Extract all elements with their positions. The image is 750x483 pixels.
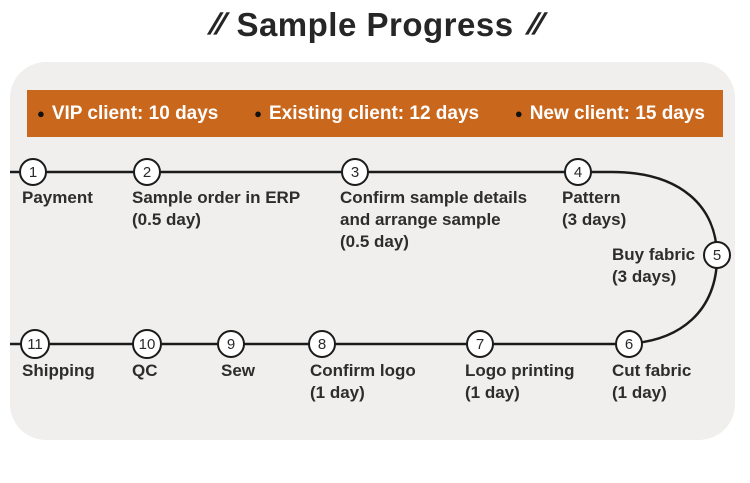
step-node-5 xyxy=(703,241,731,269)
step-node-11 xyxy=(20,329,50,359)
step-node-10 xyxy=(132,329,162,359)
banner-item-vip: ● VIP client: 10 days xyxy=(37,103,218,125)
step-number-5: 5 xyxy=(713,247,721,264)
step-label-pattern: Pattern (3 days) xyxy=(562,188,627,229)
step-node-3 xyxy=(341,158,369,186)
step-number-4: 4 xyxy=(574,164,582,181)
step-number-2: 2 xyxy=(143,164,151,181)
bullet-icon: ● xyxy=(514,106,523,121)
bullet-icon: ● xyxy=(37,106,45,121)
step-node-1 xyxy=(19,158,47,186)
page-title-text: Sample Progress xyxy=(236,6,514,43)
client-days-banner: ● VIP client: 10 days ● Existing client:… xyxy=(27,90,723,137)
step-number-10: 10 xyxy=(139,336,156,353)
bullet-icon: ● xyxy=(254,106,262,121)
step-label-confirm-sample: Confirm sample details and arrange sampl… xyxy=(340,188,528,251)
step-node-7 xyxy=(466,330,494,358)
step-label-logo-printing: Logo printing (1 day) xyxy=(465,361,575,402)
page-title: //Sample Progress// xyxy=(0,6,750,44)
banner-item-existing-label: Existing client: 12 days xyxy=(268,102,480,124)
step-label-cut-fabric: Cut fabric (1 day) xyxy=(612,361,692,402)
step-label-buy-fabric: Buy fabric (3 days) xyxy=(612,245,696,286)
step-number-1: 1 xyxy=(29,164,37,181)
step-label-shipping: Shipping xyxy=(22,361,95,380)
step-label-sew: Sew xyxy=(221,361,256,380)
step-label-payment: Payment xyxy=(22,188,93,207)
step-label-sample-order: Sample order in ERP (0.5 day) xyxy=(132,188,301,229)
step-node-4 xyxy=(564,158,592,186)
step-number-3: 3 xyxy=(351,164,359,181)
step-number-7: 7 xyxy=(476,336,484,353)
step-number-11: 11 xyxy=(27,336,43,353)
banner-item-new-label: New client: 15 days xyxy=(529,102,705,124)
step-number-9: 9 xyxy=(227,336,235,353)
step-node-2 xyxy=(133,158,161,186)
banner-item-vip-label: VIP client: 10 days xyxy=(51,102,219,124)
step-node-9 xyxy=(217,330,245,358)
step-label-confirm-logo: Confirm logo (1 day) xyxy=(310,361,416,402)
step-number-6: 6 xyxy=(625,336,633,353)
banner-item-new: ● New client: 15 days xyxy=(515,103,705,125)
step-label-qc: QC xyxy=(132,361,158,380)
banner-item-existing: ● Existing client: 12 days xyxy=(254,103,479,125)
step-number-8: 8 xyxy=(318,336,326,353)
step-node-6 xyxy=(615,330,643,358)
step-node-8 xyxy=(308,330,336,358)
